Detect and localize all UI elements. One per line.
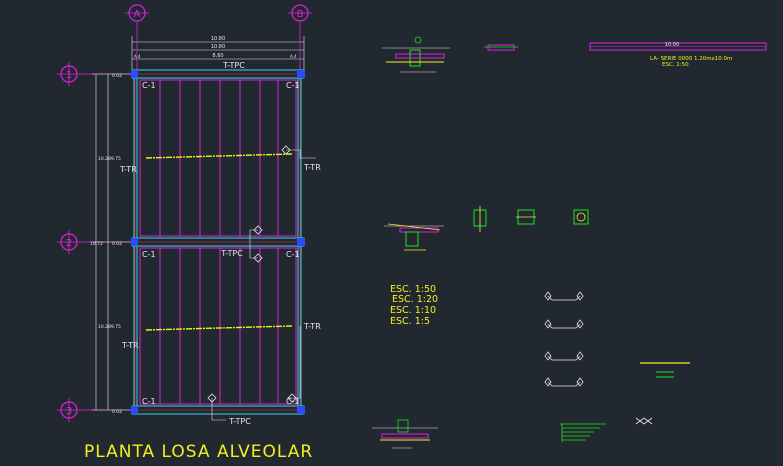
label-c1-4: C-1 xyxy=(286,250,300,259)
scale-item-2: ESC. 1:20 xyxy=(392,294,438,305)
detail-column-3[interactable] xyxy=(573,209,589,225)
drawing-title: PLANTA LOSA ALVEOLAR xyxy=(84,442,313,462)
scale-item-1: ESC. 1:50 xyxy=(390,284,436,295)
detail-mid-left[interactable] xyxy=(384,223,444,251)
section-cut-lines xyxy=(145,153,293,331)
slab-strips[interactable] xyxy=(139,79,297,405)
small-top-b: A.4 xyxy=(290,54,297,59)
left-dimensions xyxy=(92,73,132,411)
misc-marks xyxy=(635,362,690,425)
detail-bottom-table[interactable] xyxy=(560,423,606,442)
label-c1-2: C-1 xyxy=(286,81,300,90)
axis-1-label: 1 xyxy=(66,70,72,81)
scales-list: ESC. 1:50 ESC. 1:20 ESC. 1:10 ESC. 1:5 xyxy=(390,284,438,327)
label-tr-left-bottom: T-TR xyxy=(121,341,139,350)
axis-3-label: 3 xyxy=(66,406,72,417)
dim-top-3: 8.60 xyxy=(212,53,223,59)
label-tr-right-bottom: T-TR xyxy=(303,322,321,331)
slab-plan: 10.80 10.80 8.60 A.4 A.4 A B 1 2 xyxy=(57,4,321,462)
label-c1-3: C-1 xyxy=(142,250,156,259)
axis-a-label: A xyxy=(134,9,141,20)
axis-b-bubble[interactable]: B xyxy=(288,4,312,72)
dim-left-top: 10.289.75 xyxy=(98,156,121,162)
label-c1-5: C-1 xyxy=(142,397,156,406)
axis-2-label: 2 xyxy=(66,238,72,249)
legend-bar[interactable]: 10.00 LA- SERIE 0000 1.20mx10.0m ESC. 1:… xyxy=(589,42,767,68)
small-top-a: A.4 xyxy=(134,54,141,59)
label-tpc-mid: T-TPC xyxy=(220,249,243,258)
legend-series-line1: LA- SERIE 0000 1.20mx10.0m xyxy=(650,56,732,62)
detail-markers[interactable] xyxy=(207,145,297,403)
dim-top-1: 10.80 xyxy=(211,36,225,42)
section-symbols[interactable] xyxy=(544,291,584,387)
label-tpc-top: T-TPC xyxy=(222,61,245,70)
scale-item-3: ESC. 1:10 xyxy=(390,305,436,316)
small-top-left: 0.02 xyxy=(112,73,122,79)
columns[interactable] xyxy=(131,70,305,414)
detail-leaders xyxy=(211,149,316,421)
small-mid-left: 0.02 xyxy=(112,241,122,247)
dim-left-mid: 10.72 xyxy=(90,241,103,247)
label-c1-6: C-1 xyxy=(286,397,300,406)
label-tpc-bottom: T-TPC xyxy=(228,417,251,426)
legend-bar-value: 10.00 xyxy=(665,42,679,48)
dim-left-bottom: 10.289.75 xyxy=(98,324,121,330)
scale-item-4: ESC. 1:5 xyxy=(390,316,430,327)
axis-a-bubble[interactable]: A xyxy=(125,4,149,72)
top-dimensions xyxy=(131,36,305,72)
detail-bottom-left[interactable] xyxy=(372,419,438,449)
detail-column-1[interactable] xyxy=(473,206,487,232)
axis-b-label: B xyxy=(297,9,304,20)
label-tr-left-top: T-TR xyxy=(119,165,137,174)
detail-top-small-bar[interactable] xyxy=(484,44,518,51)
legend-series-line2: ESC. 1:50 xyxy=(662,62,689,68)
dim-top-2: 10.80 xyxy=(211,44,225,50)
label-c1-1: C-1 xyxy=(142,81,156,90)
small-bottom-left: 0.02 xyxy=(112,409,122,415)
detail-top-left[interactable] xyxy=(382,36,450,73)
label-tr-right-top: T-TR xyxy=(303,163,321,172)
detail-column-2[interactable] xyxy=(516,209,536,225)
